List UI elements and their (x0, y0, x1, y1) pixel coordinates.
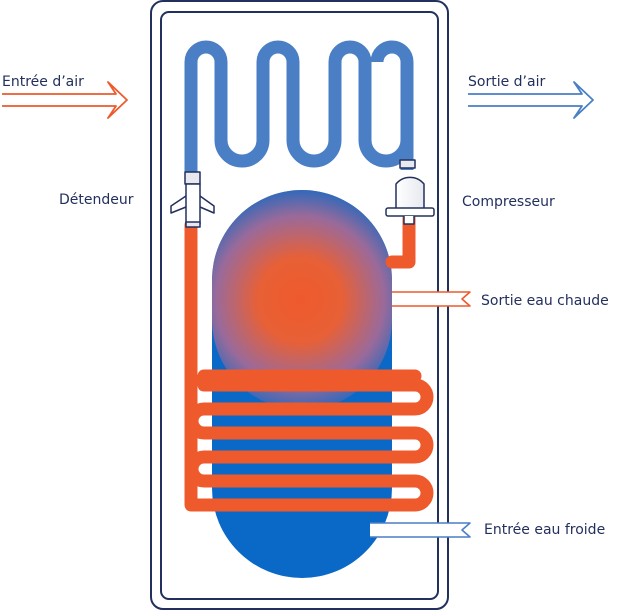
label-compressor: Compresseur (462, 194, 555, 210)
water-tank-hot-zone (212, 190, 392, 410)
label-hot-water-outlet: Sortie eau chaude (481, 293, 609, 309)
hot-water-outlet-pipe (392, 291, 471, 307)
air-outlet-arrow (468, 81, 594, 119)
air-inlet-arrow (2, 81, 128, 119)
expansion-valve (170, 171, 215, 228)
condenser-coil (184, 211, 434, 512)
label-cold-water-inlet: Entrée eau froide (484, 522, 606, 538)
label-expansion-valve: Détendeur (59, 192, 134, 208)
compressor-unit (385, 159, 435, 225)
label-air-inlet: Entrée d’air (2, 74, 84, 90)
label-air-outlet: Sortie d’air (468, 74, 546, 90)
cold-water-inlet-pipe (370, 522, 471, 538)
